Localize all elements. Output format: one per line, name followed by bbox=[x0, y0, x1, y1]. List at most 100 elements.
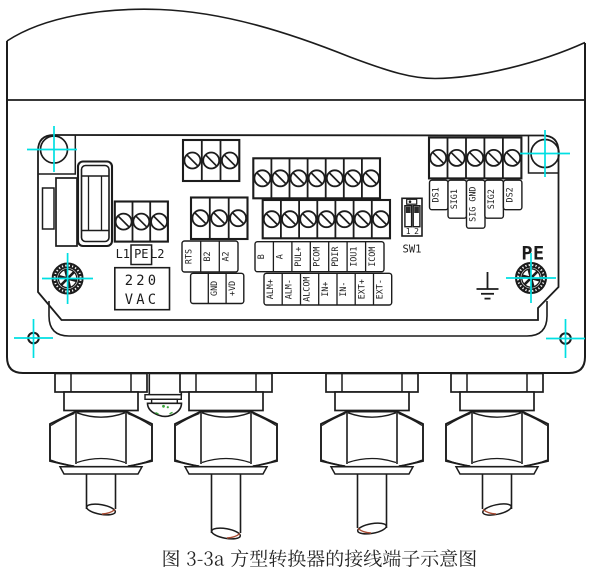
terminal-label: A bbox=[275, 254, 285, 259]
terminal-label: A2 bbox=[221, 251, 231, 261]
terminal-screw bbox=[484, 148, 503, 167]
terminal-label: ALM+ bbox=[265, 279, 275, 299]
terminal-screw bbox=[262, 210, 281, 229]
enclosure-lip bbox=[48, 301, 548, 337]
cable-end-mark bbox=[357, 527, 372, 534]
vent-marks bbox=[155, 404, 173, 415]
corner-boss-bracket-right bbox=[527, 135, 559, 174]
terminal-label: PCOM bbox=[312, 247, 322, 267]
figure-caption bbox=[163, 549, 476, 568]
terminal-screw bbox=[307, 169, 326, 188]
registration-crosshair bbox=[42, 253, 93, 304]
terminal-label: PUL+ bbox=[293, 247, 303, 267]
terminal-screw bbox=[429, 148, 448, 167]
cable bbox=[481, 474, 513, 516]
terminal-screw bbox=[447, 148, 466, 167]
terminal-screw bbox=[353, 210, 372, 229]
dip-switch-slot-2 bbox=[412, 204, 421, 228]
cable-gland bbox=[445, 372, 549, 516]
dip-switch: 1 2 SW1 bbox=[401, 197, 423, 256]
terminal-screw bbox=[220, 151, 239, 170]
terminal-screw bbox=[362, 169, 380, 188]
terminal-label: IN- bbox=[338, 282, 348, 297]
terminal-label: PDIR bbox=[330, 246, 340, 267]
terminal-screw bbox=[253, 169, 272, 188]
fuse-holder bbox=[76, 160, 114, 248]
pe-label-box bbox=[130, 244, 153, 266]
terminal-label: SIG1 bbox=[449, 189, 459, 209]
io-screw-row-lower bbox=[261, 198, 392, 240]
terminal-label: EXT- bbox=[375, 279, 385, 299]
terminal-label: B bbox=[256, 254, 266, 259]
terminal-screw bbox=[210, 209, 229, 228]
terminal-label: ALM- bbox=[283, 279, 293, 299]
terminal-label: IOU1 bbox=[348, 247, 358, 267]
pe-label: PE bbox=[521, 244, 544, 265]
cable bbox=[356, 474, 388, 535]
terminal-screw bbox=[503, 148, 522, 167]
terminal-label: EXT+ bbox=[356, 279, 366, 299]
terminal-screw bbox=[289, 169, 308, 188]
terminal-screw bbox=[229, 209, 248, 228]
aux-terminal-block bbox=[181, 138, 241, 183]
cable-gland bbox=[174, 372, 278, 540]
terminal-label: SIG2 bbox=[486, 189, 496, 209]
io-label-row-1: B A PUL+ PCOM PDIR IOU1 ICOM bbox=[254, 240, 385, 273]
terminal-screw bbox=[317, 210, 336, 229]
io-label-row-2: ALM+ ALM- ALCOM IN+ IN- EXT+ EXT- bbox=[263, 272, 393, 306]
cable-end-mark bbox=[101, 508, 116, 515]
terminal-screw bbox=[114, 212, 133, 231]
terminal-label: L2 bbox=[150, 247, 164, 261]
figure-caption-text: 图 3-3a 方型转换器的接线端子示意图 bbox=[150, 546, 490, 572]
terminal-screw bbox=[335, 210, 354, 229]
terminal-label: ICOM bbox=[367, 247, 377, 267]
voltage-rating: VAC bbox=[125, 292, 160, 308]
dip-position-label: 2 bbox=[414, 227, 419, 236]
terminal-label: DS1 bbox=[431, 187, 441, 202]
figure-caption-glyphs bbox=[163, 549, 476, 568]
terminal-screw bbox=[202, 151, 221, 170]
terminal-label: SIG GND bbox=[468, 187, 478, 222]
comm-screw-block bbox=[189, 196, 249, 241]
terminal-label: RTS bbox=[183, 249, 193, 264]
terminal-label: B2 bbox=[202, 251, 212, 261]
io-screw-row-upper bbox=[252, 157, 382, 200]
sensor-terminal-block: DS1 SIG1 SIG GND SIG2 DS2 bbox=[427, 136, 523, 229]
power-screw-block bbox=[113, 200, 169, 243]
enclosure-outline bbox=[6, 8, 586, 374]
power-terminal-block: L1 PE L2 220 VAC bbox=[113, 200, 171, 311]
io-terminal-block: B A PUL+ PCOM PDIR IOU1 ICOM ALM+ ALM- ALCOM IN+ I… bbox=[252, 157, 393, 306]
cable bbox=[85, 474, 117, 516]
terminal-label: DS2 bbox=[505, 187, 515, 202]
voltage-rating-box bbox=[114, 266, 171, 311]
terminal-screw bbox=[271, 169, 290, 188]
terminal-label: GND bbox=[209, 281, 219, 296]
terminal-screw bbox=[183, 151, 202, 170]
terminal-label: ALCOM bbox=[302, 277, 312, 302]
dip-switch-slot-1 bbox=[404, 204, 413, 228]
terminal-screw bbox=[371, 210, 390, 229]
cable-gland bbox=[49, 372, 153, 516]
cable-gland bbox=[320, 372, 424, 535]
voltage-rating: 220 bbox=[125, 273, 160, 289]
vent-valve bbox=[144, 372, 183, 418]
terminal-label: L1 bbox=[116, 247, 130, 261]
terminal-label: PE bbox=[134, 247, 148, 261]
comm-sublabel-row: GND +VD bbox=[189, 272, 245, 305]
corner-boss-bracket-left bbox=[38, 135, 77, 175]
terminal-screw bbox=[299, 210, 318, 229]
comm-terminal-block: RTS B2 A2 GND +VD bbox=[181, 196, 249, 305]
comm-label-row: RTS B2 A2 bbox=[181, 240, 239, 273]
cable-end-mark bbox=[482, 508, 497, 515]
fuse bbox=[80, 164, 110, 243]
terminal-label: +VD bbox=[227, 281, 237, 296]
terminal-screw bbox=[150, 212, 169, 231]
broken-top-wave bbox=[6, 8, 586, 80]
terminal-screw bbox=[325, 169, 344, 188]
terminal-label: IN+ bbox=[320, 282, 330, 297]
terminal-screw bbox=[132, 212, 151, 231]
registration-crosshair bbox=[27, 126, 77, 172]
registration-crosshair bbox=[520, 130, 570, 177]
